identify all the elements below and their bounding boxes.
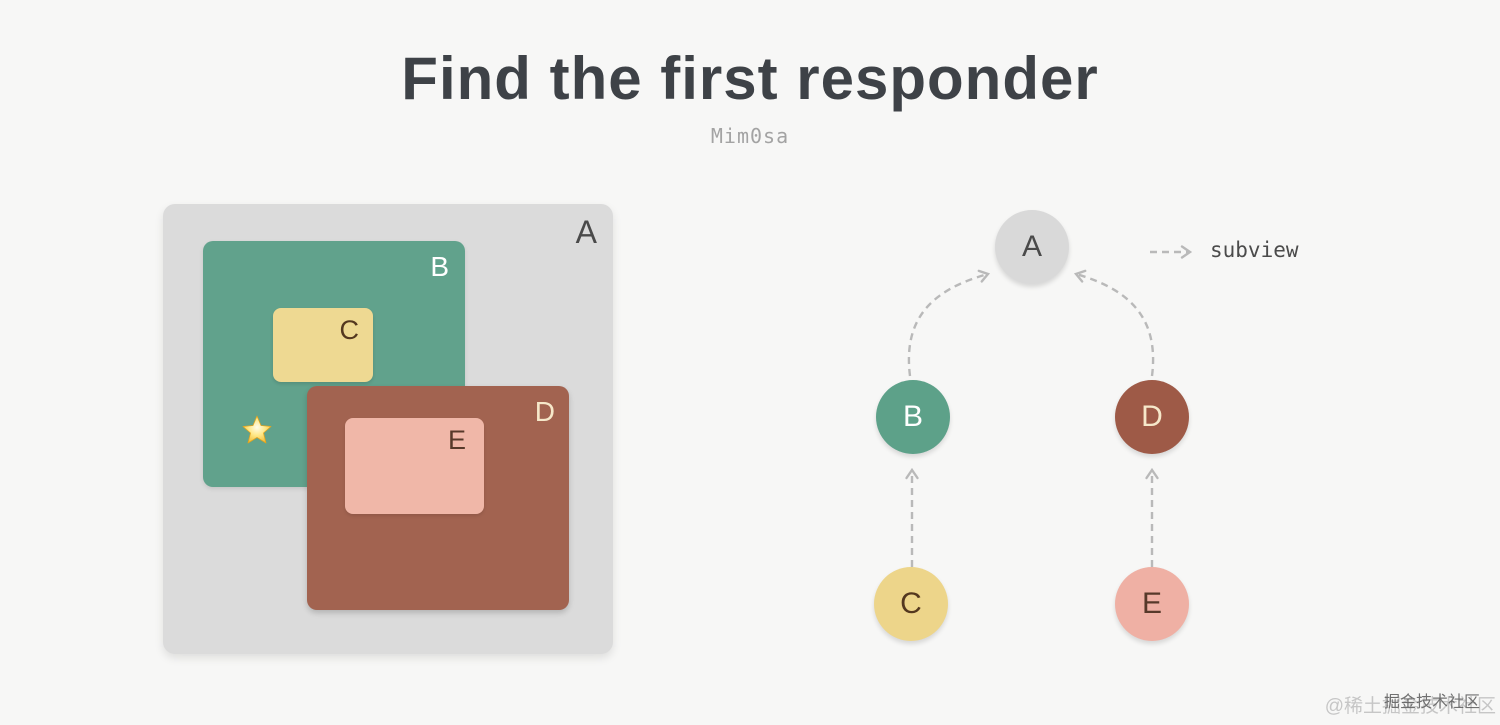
legend-subview-label: subview [1210,238,1299,262]
tree-node-d: D [1115,380,1189,454]
tree-node-e: E [1115,567,1189,641]
view-d-rect: D E [307,386,569,610]
view-a-rect: A B C D E [163,204,613,654]
view-d-label: D [534,396,555,427]
tree-node-c: C [874,567,948,641]
tree-arrows [905,245,1193,567]
watermark-dark-text: 掘金技术社区 [1383,694,1480,711]
view-c-rect: C [273,308,373,382]
responder-tree: A B D C E subview [850,190,1330,670]
edge-d-to-a [1073,269,1155,377]
view-e-label: E [447,425,466,455]
page-subtitle: Mim0sa [710,124,790,148]
view-c-label: C [339,315,360,345]
view-e-rect: E [345,418,484,514]
page-title: Find the first responder [401,45,1099,112]
tree-node-a: A [995,210,1069,284]
view-b-label: B [430,251,449,282]
watermark: @稀土掘金技术社区 掘金技术社区 [1276,684,1496,718]
watermark-light-text: @稀土掘金技术社区 [1324,696,1496,717]
tree-node-b: B [876,380,950,454]
glowing-star-icon [241,414,273,446]
edge-b-to-a [907,269,991,377]
view-a-label: A [575,214,597,250]
